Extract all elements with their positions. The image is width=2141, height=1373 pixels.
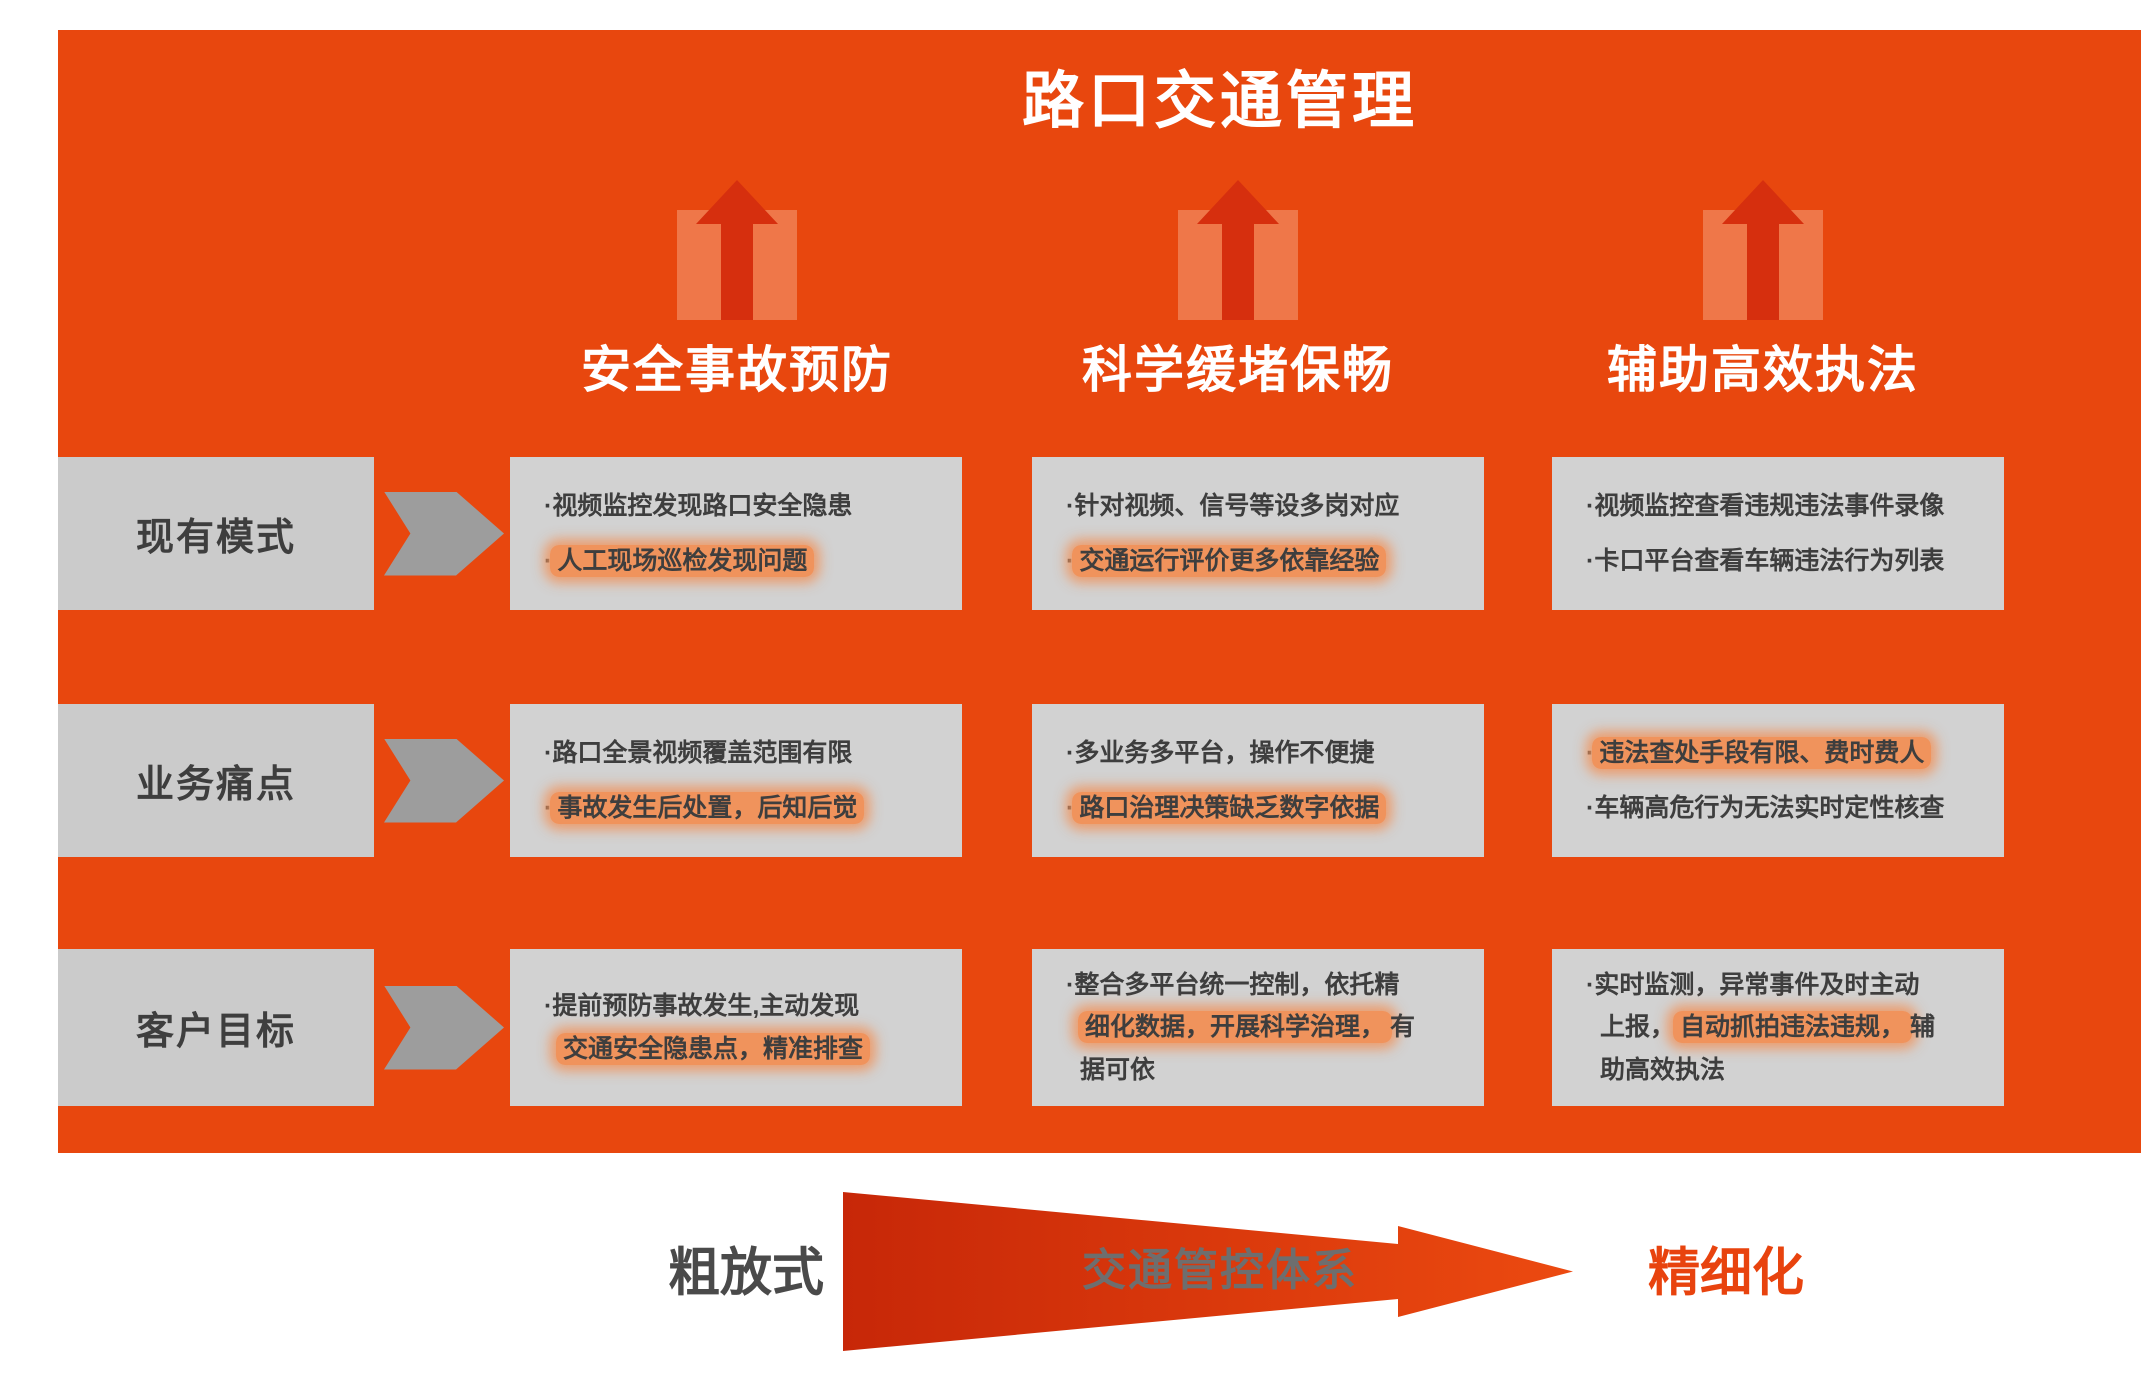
marker-highlight: 事故发生后处置，后知后觉 [550, 791, 865, 824]
marker-highlight: 人工现场巡检发现问题 [550, 544, 815, 577]
page-title: 路口交通管理 [1021, 67, 1419, 136]
bullet-line: ·提前预防事故发生,主动发现 [544, 992, 860, 1020]
marker-highlight: 细化数据，开展科学治理， [1078, 1011, 1393, 1044]
marker-highlight: 路口治理决策缺乏数字依据 [1072, 791, 1387, 824]
content-cell: ·视频监控查看违规违法事件录像 ·卡口平台查看车辆违法行为列表 [1552, 457, 2004, 610]
footer-label-refined: 精细化 [1647, 1244, 1805, 1303]
row-label: 业务痛点 [58, 704, 374, 857]
up-arrow-icon [1688, 180, 1838, 325]
row-label: 客户目标 [58, 949, 374, 1106]
content-cell: ·整合多平台统一控制，依托精 细化数据，开展科学治理，有 据可依 [1032, 949, 1484, 1106]
column-header-congestion: 科学缓堵保畅 [1082, 342, 1394, 398]
content-cell: ·路口全景视频覆盖范围有限 ·事故发生后处置，后知后觉 [510, 704, 962, 857]
row-pain-points: 业务痛点 ·路口全景视频覆盖范围有限 ·事故发生后处置，后知后觉 ·多业务多平台… [58, 704, 2141, 857]
row-customer-goals: 客户目标 ·提前预防事故发生,主动发现 交通安全隐患点，精准排查 ·整合多平台统… [58, 949, 2141, 1106]
bullet-line: ·人工现场巡检发现问题 [544, 544, 928, 578]
bullet-line: ·多业务多平台，操作不便捷 [1066, 739, 1375, 767]
bullet-line: 上报，自动抓拍违法违规，辅 [1600, 1011, 1936, 1044]
content-cell: ·实时监测，异常事件及时主动 上报，自动抓拍违法违规，辅 助高效执法 [1552, 949, 2004, 1106]
bullet-line: ·视频监控发现路口安全隐患 [544, 492, 853, 520]
row-label: 现有模式 [58, 457, 374, 610]
bullet-line: ·整合多平台统一控制，依托精 [1066, 970, 1400, 999]
marker-highlight: 自动抓拍违法违规， [1673, 1011, 1913, 1044]
up-arrow-icon [1163, 180, 1313, 325]
bullet-line: ·路口治理决策缺乏数字依据 [1066, 791, 1450, 825]
bullet-line: ·交通运行评价更多依靠经验 [1066, 544, 1450, 578]
content-cell: ·视频监控发现路口安全隐患 ·人工现场巡检发现问题 [510, 457, 962, 610]
marker-highlight: 违法查处手段有限、费时费人 [1592, 737, 1932, 769]
right-arrow-icon [384, 985, 504, 1070]
bullet-line: ·卡口平台查看车辆违法行为列表 [1586, 546, 1945, 575]
bullet-line: ·事故发生后处置，后知后觉 [544, 791, 928, 825]
bullet-line: ·视频监控查看违规违法事件录像 [1586, 492, 1945, 520]
content-cell: ·提前预防事故发生,主动发现 交通安全隐患点，精准排查 [510, 949, 962, 1106]
content-cell: ·针对视频、信号等设多岗对应 ·交通运行评价更多依靠经验 [1032, 457, 1484, 610]
bullet-line: 交通安全隐患点，精准排查 [544, 1032, 928, 1066]
orange-panel: 路口交通管理 安全事故预防 科学缓堵保畅 辅助高效执法 现有模式 [58, 30, 2141, 1153]
bullet-line: ·违法查处手段有限、费时费人 [1586, 737, 1970, 770]
row-current-mode: 现有模式 ·视频监控发现路口安全隐患 ·人工现场巡检发现问题 ·针对视频、信号等… [58, 457, 2141, 610]
bullet-line: ·车辆高危行为无法实时定性核查 [1586, 793, 1945, 822]
bullet-line: ·路口全景视频覆盖范围有限 [544, 739, 853, 767]
flow-arrow-label: 交通管控体系 [1082, 1246, 1358, 1295]
right-arrow-icon [384, 738, 504, 823]
bullet-line: 助高效执法 [1600, 1055, 1726, 1084]
up-arrow-icon [662, 180, 812, 325]
column-header-enforcement: 辅助高效执法 [1607, 342, 1919, 398]
bullet-line: 据可依 [1080, 1055, 1156, 1084]
bullet-line: ·实时监测，异常事件及时主动 [1586, 970, 1920, 999]
marker-highlight: 交通运行评价更多依靠经验 [1072, 544, 1387, 577]
bullet-line: 细化数据，开展科学治理，有 [1066, 1011, 1450, 1044]
marker-highlight: 交通安全隐患点，精准排查 [556, 1032, 871, 1065]
content-cell: ·多业务多平台，操作不便捷 ·路口治理决策缺乏数字依据 [1032, 704, 1484, 857]
content-cell: ·违法查处手段有限、费时费人 ·车辆高危行为无法实时定性核查 [1552, 704, 2004, 857]
flow-arrow-icon [843, 1192, 1573, 1351]
column-header-safety: 安全事故预防 [581, 342, 893, 398]
right-arrow-icon [384, 491, 504, 576]
bullet-line: ·针对视频、信号等设多岗对应 [1066, 492, 1400, 520]
footer-label-coarse: 粗放式 [667, 1244, 825, 1303]
